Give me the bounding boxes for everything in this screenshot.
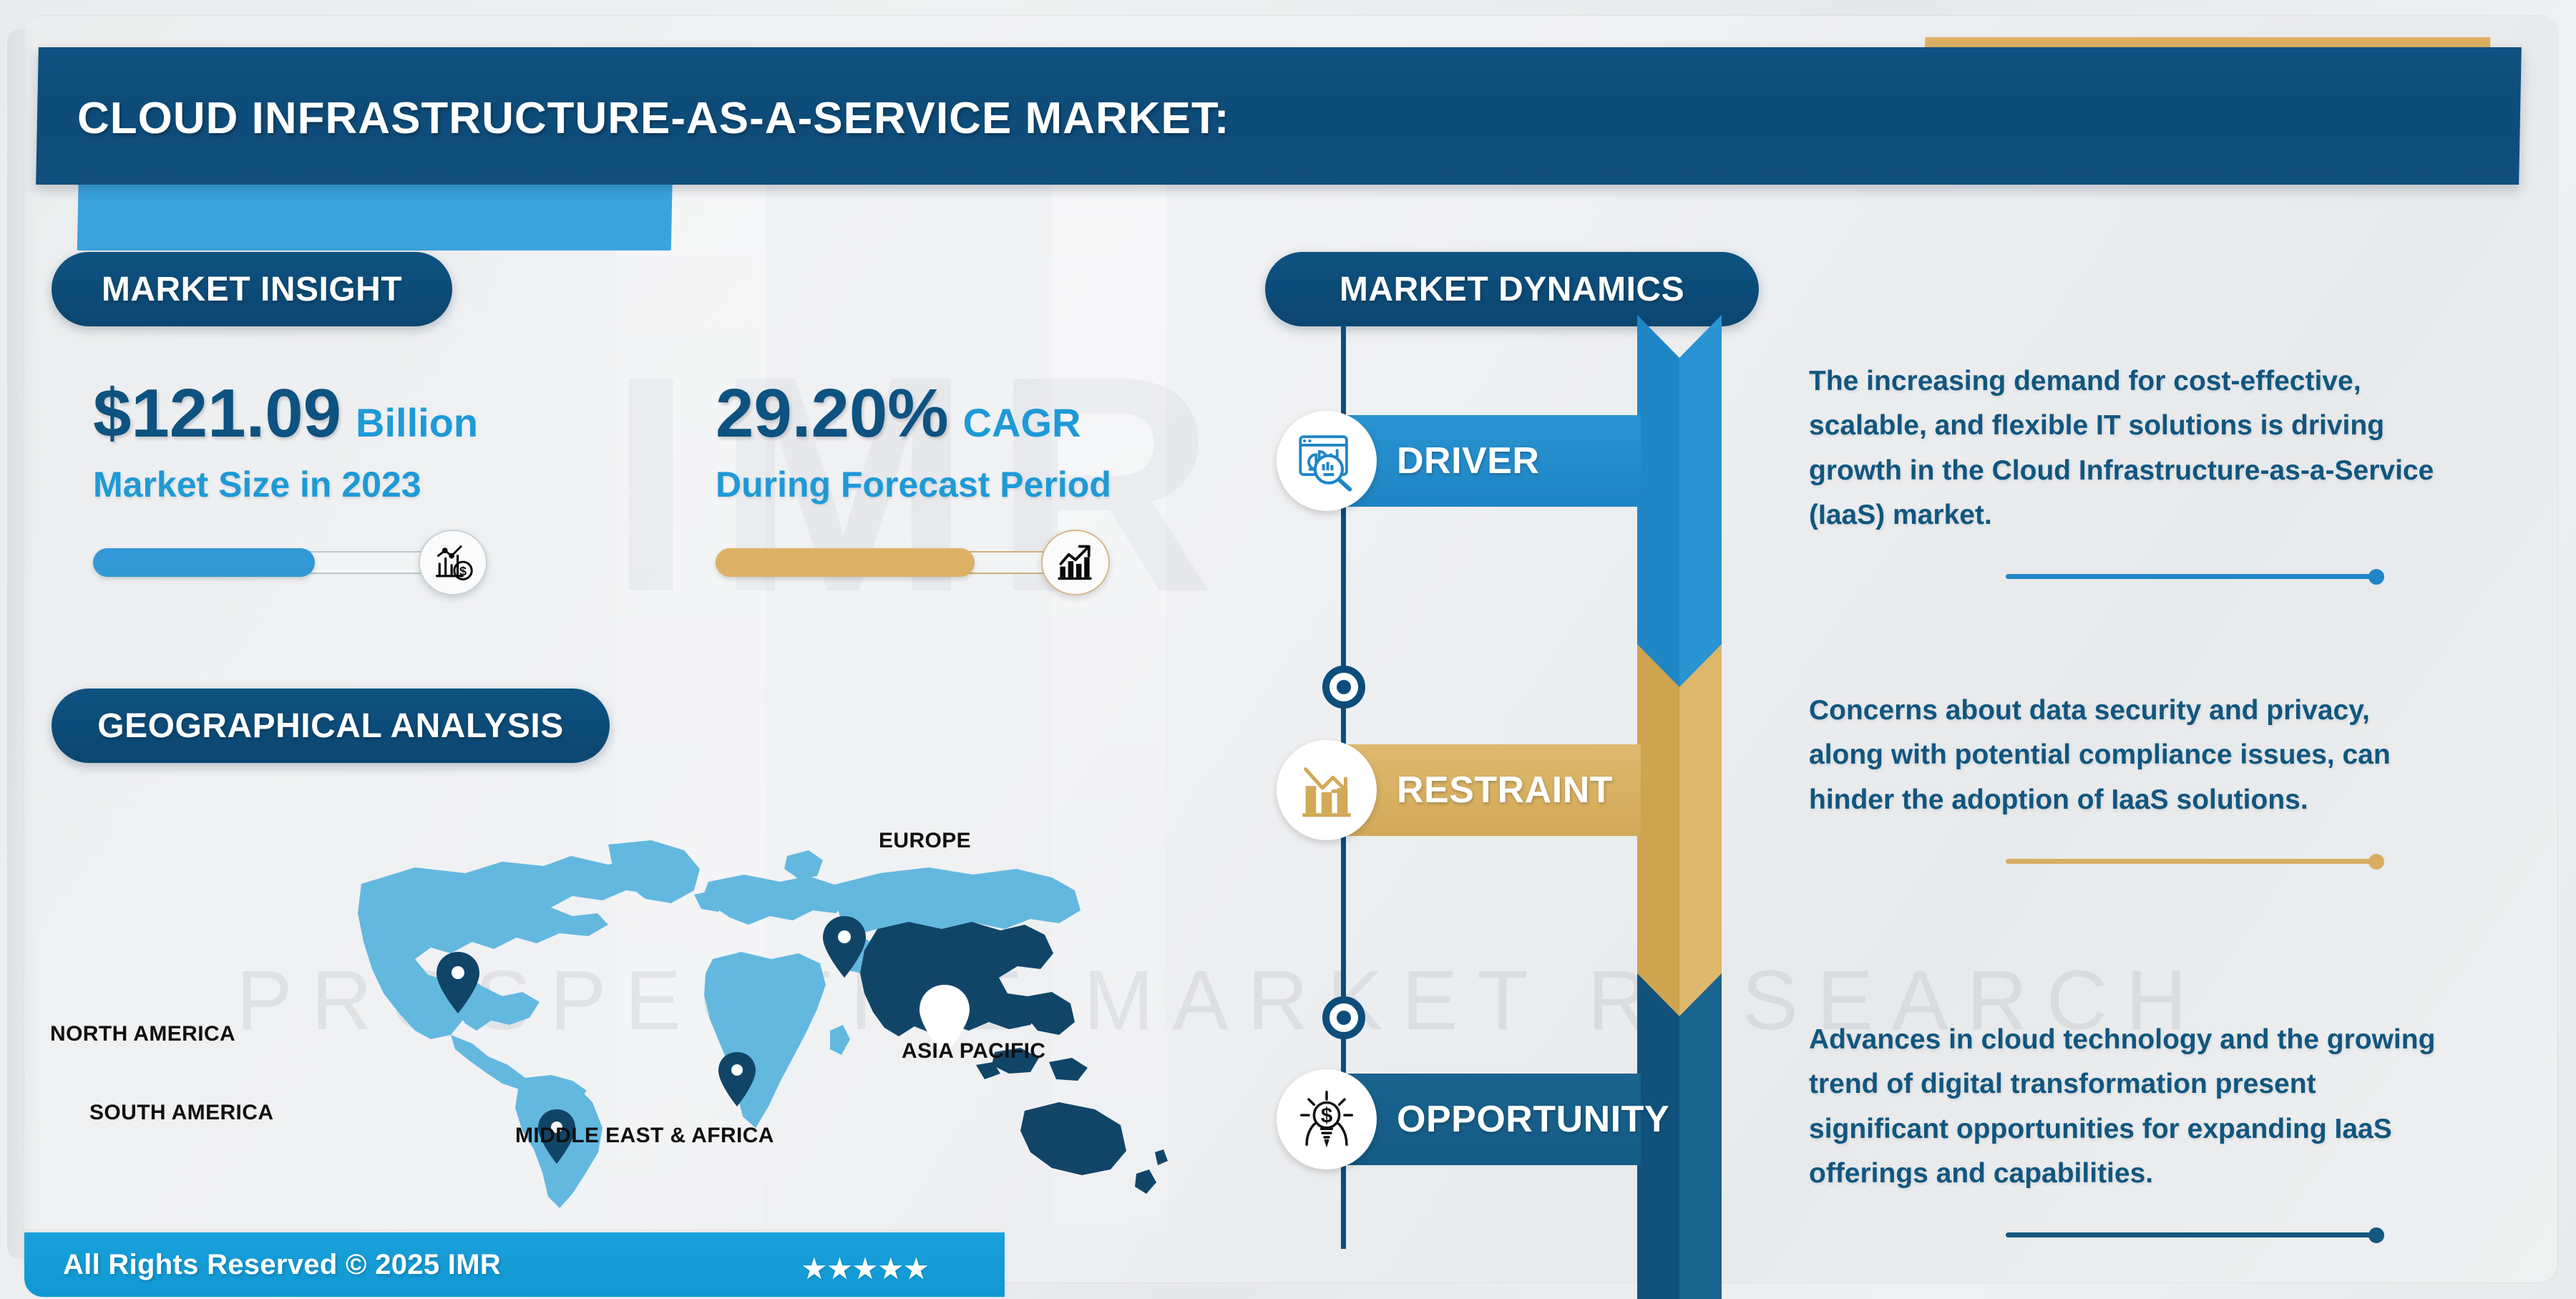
map-label-europe: EUROPE <box>879 829 972 852</box>
growth-chart-arrow-icon <box>1041 530 1110 595</box>
rating-stars: ★★★★★ <box>801 1252 930 1285</box>
kpi-cagr-caption: During Forecast Period <box>716 464 1111 505</box>
dynamics-band-driver[interactable]: DRIVER <box>1277 411 1641 511</box>
kpi-cagr-progress <box>716 530 1259 595</box>
kpi-market-size: $121.09 Billion Market Size in 2023 $ <box>93 379 637 595</box>
dynamics-band-opportunity[interactable]: $ OPPORTUNITY <box>1277 1069 1669 1169</box>
map-pin-south-america <box>538 1109 575 1164</box>
footer-bar: All Rights Reserved © 2025 IMR ★★★★★ <box>24 1232 1005 1297</box>
kpi-cagr-value: 29.20% <box>716 375 949 452</box>
kpi-market-size-progress: $ <box>93 530 637 595</box>
footer-copyright: All Rights Reserved © 2025 IMR <box>63 1248 502 1280</box>
map-label-north-america: NORTH AMERICA <box>50 1022 236 1046</box>
kpi-market-size-caption: Market Size in 2023 <box>93 464 421 505</box>
world-map: NORTH AMERICA SOUTH AMERICA EUROPE ASIA … <box>50 816 1181 1217</box>
analytics-magnifier-icon <box>1277 411 1377 511</box>
progress-fill <box>93 548 315 577</box>
dynamics-text-driver: The increasing demand for cost-effective… <box>1809 366 2434 531</box>
ribbon-opportunity <box>1637 973 1722 1299</box>
declining-bar-chart-icon <box>1277 740 1377 840</box>
svg-text:$: $ <box>459 564 467 578</box>
dynamics-label-restraint: RESTRAINT <box>1397 769 1614 811</box>
map-label-south-america: SOUTH AMERICA <box>89 1101 274 1124</box>
map-pin-middle-east-africa <box>718 1052 756 1106</box>
frame-edge-shadow <box>7 29 36 1260</box>
dynamics-underline-driver <box>2006 569 2384 585</box>
dynamics-text-opportunity: Advances in cloud technology and the gro… <box>1809 1024 2436 1189</box>
dynamics-text-restraint: Concerns about data security and privacy… <box>1809 695 2391 815</box>
section-label-market-insight: MARKET INSIGHT <box>52 252 452 326</box>
dynamics-underline-restraint <box>2006 854 2384 870</box>
world-map-svg <box>358 840 1168 1208</box>
market-dynamics-panel: DRIVER The increasing demand for cost-ef… <box>1265 236 2524 1299</box>
kpi-market-size-value: $121.09 <box>93 375 342 452</box>
map-pin-europe <box>823 916 866 978</box>
svg-text:$: $ <box>1321 1104 1332 1127</box>
dynamics-label-opportunity: OPPORTUNITY <box>1397 1099 1670 1140</box>
page-title: CLOUD INFRASTRUCTURE-AS-A-SERVICE MARKET… <box>77 93 1230 143</box>
lightbulb-dollar-icon: $ <box>1277 1069 1377 1169</box>
timeline-node <box>1322 996 1365 1039</box>
section-label-geographical-analysis: GEOGRAPHICAL ANALYSIS <box>52 689 610 763</box>
map-label-asia-pacific: ASIA PACIFIC <box>902 1039 1046 1063</box>
kpi-cagr: 29.20% CAGR During Forecast Period <box>716 379 1259 595</box>
map-label-middle-east-africa: MIDDLE EAST & AFRICA <box>515 1124 774 1147</box>
bar-chart-dollar-icon: $ <box>419 530 487 595</box>
dynamics-underline-opportunity <box>2006 1227 2384 1243</box>
map-pins <box>436 916 970 1164</box>
timeline-node <box>1322 666 1365 709</box>
ribbon-restraint <box>1637 644 1722 1045</box>
dynamics-label-driver: DRIVER <box>1397 440 1540 482</box>
dynamics-band-restraint[interactable]: RESTRAINT <box>1277 740 1641 840</box>
map-pin-asia-pacific <box>919 985 970 1056</box>
map-continents-dark <box>860 922 1168 1194</box>
section-label-market-dynamics: MARKET DYNAMICS <box>1265 252 1759 326</box>
ribbon-driver <box>1637 315 1722 716</box>
kpi-market-size-unit: Billion <box>356 400 479 445</box>
kpi-cagr-unit: CAGR <box>962 400 1081 445</box>
progress-fill <box>716 548 975 577</box>
map-pin-north-america <box>436 952 479 1013</box>
